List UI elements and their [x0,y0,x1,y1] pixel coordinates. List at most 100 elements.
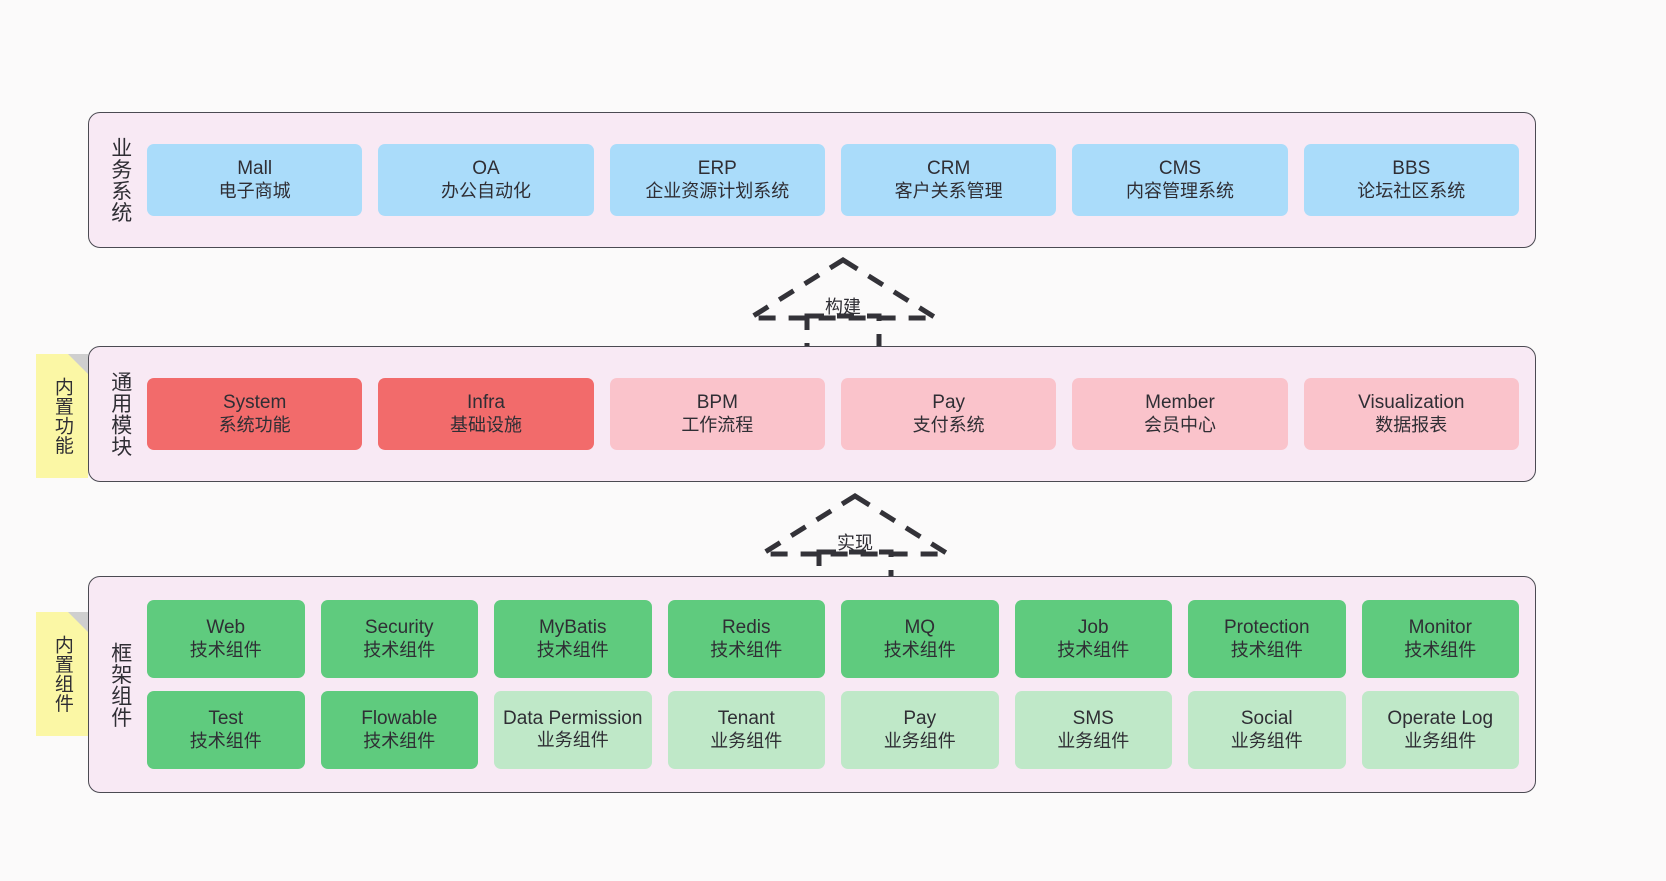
card-subtitle: 系统功能 [218,414,291,435]
layer-business-system-cards: Mall 电子商城 OA 办公自动化 ERP 企业资源计划系统 CRM 客户关系… [141,113,1535,247]
card-title: SMS [1072,708,1114,730]
card-title: Pay [903,708,937,730]
card-bpm[interactable]: BPM 工作流程 [609,378,825,450]
card-subtitle: 客户关系管理 [894,180,1003,201]
card-title: Redis [721,617,771,639]
card-title: Data Permission [503,707,643,729]
card-title: MQ [904,617,936,639]
card-subtitle: 会员中心 [1143,414,1216,435]
card-pay-business[interactable]: Pay 业务组件 [841,691,999,769]
card-title: Test [208,708,244,730]
card-protection[interactable]: Protection 技术组件 [1188,600,1346,678]
card-mybatis[interactable]: MyBatis 技术组件 [494,600,652,678]
connector-build-label: 构建 [825,297,861,317]
card-title: Flowable [361,708,438,730]
card-title: Protection [1223,617,1310,639]
card-title: Job [1077,617,1109,639]
card-title: Monitor [1408,617,1472,639]
connector-stem [804,313,882,359]
card-security[interactable]: Security 技术组件 [320,600,478,678]
layer-framework-component-label: 框架组件 [108,641,132,728]
card-title: ERP [697,158,737,180]
sticky-note-label: 内置组件 [51,635,73,713]
card-mall[interactable]: Mall 电子商城 [147,144,363,216]
sticky-note-builtin-component: 内置组件 [36,612,88,736]
sticky-note-label: 内置功能 [51,377,73,455]
card-subtitle: 内容管理系统 [1125,180,1234,201]
card-flowable[interactable]: Flowable 技术组件 [320,691,478,769]
card-subtitle: 技术组件 [883,639,956,660]
connector-implement: 实现 [753,492,957,595]
layer-business-system-label: 业务系统 [108,137,132,223]
card-pay[interactable]: Pay 支付系统 [840,378,1057,450]
card-subtitle: 办公自动化 [440,180,531,201]
card-title: Mall [237,158,273,180]
card-subtitle: 技术组件 [189,639,262,660]
layer-framework-component-cards: Web 技术组件 Security 技术组件 MyBatis 技术组件 Redi… [141,577,1535,792]
card-tenant[interactable]: Tenant 业务组件 [667,691,825,769]
card-title: System [222,392,287,414]
card-visualization[interactable]: Visualization 数据报表 [1303,378,1519,450]
layer-common-module-cards: System 系统功能 Infra 基础设施 BPM 工作流程 Pay 支付系统… [141,347,1535,481]
card-title: CRM [927,158,971,180]
card-social[interactable]: Social 业务组件 [1188,691,1346,769]
connector-stem [816,549,894,595]
card-row: Mall 电子商城 OA 办公自动化 ERP 企业资源计划系统 CRM 客户关系… [147,144,1519,216]
card-title: OA [472,158,500,180]
card-subtitle: 业务组件 [536,730,609,751]
sticky-note-builtin-function: 内置功能 [36,354,88,478]
card-sms[interactable]: SMS 业务组件 [1014,691,1172,769]
card-cms[interactable]: CMS 内容管理系统 [1072,144,1288,216]
card-title: Operate Log [1387,708,1494,730]
card-title: Infra [466,392,505,414]
card-subtitle: 业务组件 [1230,730,1303,751]
card-member[interactable]: Member 会员中心 [1072,378,1288,450]
card-subtitle: 论坛社区系统 [1357,180,1466,201]
card-subtitle: 技术组件 [536,639,609,660]
card-title: Member [1145,392,1215,414]
card-subtitle: 技术组件 [710,639,783,660]
card-subtitle: 企业资源计划系统 [645,180,790,201]
card-test[interactable]: Test 技术组件 [147,691,305,769]
card-row: Test 技术组件 Flowable 技术组件 Data Permission … [147,691,1519,769]
card-crm[interactable]: CRM 客户关系管理 [840,144,1057,216]
card-subtitle: 工作流程 [681,414,754,435]
card-monitor[interactable]: Monitor 技术组件 [1361,600,1519,678]
card-row: System 系统功能 Infra 基础设施 BPM 工作流程 Pay 支付系统… [147,378,1519,450]
card-subtitle: 业务组件 [1404,730,1477,751]
connector-build: 构建 [741,256,945,359]
card-subtitle: 技术组件 [363,639,436,660]
card-title: CMS [1158,158,1202,180]
layer-business-system: 业务系统 Mall 电子商城 OA 办公自动化 ERP 企业资源计划系统 CRM… [88,112,1536,248]
card-row: Web 技术组件 Security 技术组件 MyBatis 技术组件 Redi… [147,600,1519,678]
card-subtitle: 技术组件 [1230,639,1303,660]
connector-implement-label: 实现 [837,533,873,553]
card-redis[interactable]: Redis 技术组件 [667,600,825,678]
card-system[interactable]: System 系统功能 [147,378,363,450]
layer-framework-component: 框架组件 Web 技术组件 Security 技术组件 MyBatis 技术组件… [88,576,1536,793]
card-title: Pay [932,392,966,414]
card-title: Social [1240,708,1293,730]
card-job[interactable]: Job 技术组件 [1014,600,1172,678]
card-subtitle: 技术组件 [1057,639,1130,660]
card-oa[interactable]: OA 办公自动化 [378,144,594,216]
card-mq[interactable]: MQ 技术组件 [841,600,999,678]
card-title: BPM [696,392,738,414]
layer-common-module-label: 通用模块 [108,371,132,457]
card-title: Visualization [1358,392,1465,414]
card-subtitle: 业务组件 [883,730,956,751]
card-infra[interactable]: Infra 基础设施 [378,378,594,450]
card-title: BBS [1392,158,1431,180]
card-bbs[interactable]: BBS 论坛社区系统 [1303,144,1519,216]
card-operate-log[interactable]: Operate Log 业务组件 [1361,691,1519,769]
card-data-permission[interactable]: Data Permission 业务组件 [494,691,652,769]
card-subtitle: 基础设施 [449,414,522,435]
card-erp[interactable]: ERP 企业资源计划系统 [609,144,825,216]
card-web[interactable]: Web 技术组件 [147,600,305,678]
card-subtitle: 技术组件 [1404,639,1477,660]
card-subtitle: 电子商城 [218,180,291,201]
card-subtitle: 业务组件 [1057,730,1130,751]
card-title: MyBatis [538,617,607,639]
card-subtitle: 支付系统 [912,414,985,435]
